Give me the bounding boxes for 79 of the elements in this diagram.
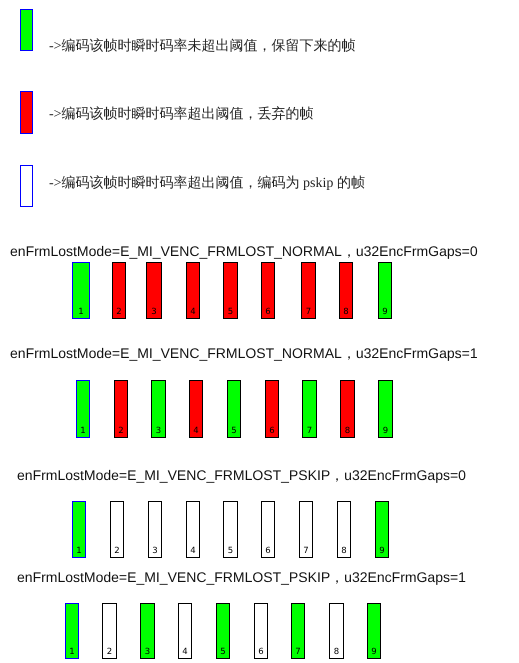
frame-number: 8 bbox=[332, 647, 340, 657]
frame-box bbox=[261, 501, 275, 558]
frame-box bbox=[375, 501, 389, 558]
frame-number: 1 bbox=[68, 647, 76, 657]
frame-box bbox=[378, 380, 393, 438]
frame-box bbox=[76, 380, 90, 438]
frame-box bbox=[186, 501, 200, 558]
mode-heading: enFrmLostMode=E_MI_VENC_FRMLOST_NORMAL，u32EncFrmGaps=1 bbox=[10, 345, 478, 363]
frame-number: 8 bbox=[342, 307, 350, 317]
frame-number: 4 bbox=[181, 647, 189, 657]
frame-number: 4 bbox=[189, 546, 197, 556]
frame-box bbox=[186, 262, 200, 319]
frame-box bbox=[72, 501, 86, 558]
frame-box bbox=[114, 380, 128, 438]
frame-number: 4 bbox=[189, 307, 197, 317]
mode-heading: enFrmLostMode=E_MI_VENC_FRMLOST_PSKIP，u32EncFrmGaps=1 bbox=[17, 569, 466, 587]
frame-number: 5 bbox=[219, 647, 227, 657]
frame-box bbox=[151, 380, 166, 438]
frame-number: 9 bbox=[370, 647, 378, 657]
frame-box bbox=[72, 262, 90, 319]
frame-number: 2 bbox=[113, 546, 121, 556]
frame-box bbox=[140, 603, 155, 659]
mode-heading: enFrmLostMode=E_MI_VENC_FRMLOST_PSKIP，u32EncFrmGaps=0 bbox=[17, 467, 466, 485]
frame-box bbox=[216, 603, 230, 659]
frame-number: 6 bbox=[264, 546, 272, 556]
legend-text: ->编码该帧时瞬时码率超出阈值，编码为 pskip 的帧 bbox=[49, 174, 365, 192]
frame-number: 6 bbox=[264, 307, 272, 317]
frame-number: 6 bbox=[268, 426, 276, 436]
frame-number: 5 bbox=[230, 426, 238, 436]
frame-box bbox=[261, 262, 275, 319]
frame-number: 3 bbox=[150, 307, 158, 317]
frame-box bbox=[339, 262, 353, 319]
frame-box bbox=[223, 501, 238, 558]
frame-box bbox=[65, 603, 79, 659]
frame-number: 1 bbox=[77, 307, 85, 317]
frame-box bbox=[189, 380, 203, 438]
frame-number: 2 bbox=[117, 426, 125, 436]
frame-box bbox=[340, 380, 355, 438]
legend-text: ->编码该帧时瞬时码率超出阈值，丢弃的帧 bbox=[49, 105, 314, 123]
frame-box bbox=[265, 380, 279, 438]
frame-number: 8 bbox=[340, 546, 348, 556]
frame-box bbox=[227, 380, 241, 438]
frame-box bbox=[102, 603, 117, 659]
frame-number: 3 bbox=[144, 647, 152, 657]
frame-box bbox=[254, 603, 268, 659]
frame-box bbox=[146, 262, 162, 319]
frame-box bbox=[299, 501, 313, 558]
frame-box bbox=[367, 603, 381, 659]
frame-box bbox=[378, 262, 392, 319]
frame-number: 4 bbox=[192, 426, 200, 436]
mode-heading: enFrmLostMode=E_MI_VENC_FRMLOST_NORMAL，u32EncFrmGaps=0 bbox=[10, 243, 478, 261]
frame-number: 3 bbox=[151, 546, 159, 556]
frame-number: 9 bbox=[381, 307, 389, 317]
frame-box bbox=[291, 603, 305, 659]
frame-box bbox=[112, 262, 126, 319]
frame-box bbox=[148, 501, 162, 558]
frame-number: 9 bbox=[378, 546, 386, 556]
frame-box bbox=[110, 501, 124, 558]
frame-box bbox=[329, 603, 344, 659]
frame-number: 1 bbox=[75, 546, 83, 556]
frame-number: 7 bbox=[306, 426, 314, 436]
frame-box bbox=[337, 501, 351, 558]
legend-text: ->编码该帧时瞬时码率未超出阈值，保留下来的帧 bbox=[49, 37, 356, 55]
frame-number: 2 bbox=[115, 307, 123, 317]
frame-number: 5 bbox=[226, 307, 234, 317]
frame-number: 6 bbox=[257, 647, 265, 657]
frame-number: 8 bbox=[344, 426, 352, 436]
frame-number: 7 bbox=[294, 647, 302, 657]
frame-number: 9 bbox=[382, 426, 390, 436]
frame-number: 3 bbox=[154, 426, 162, 436]
frame-number: 1 bbox=[79, 426, 87, 436]
frame-number: 7 bbox=[302, 546, 310, 556]
frame-number: 7 bbox=[304, 307, 312, 317]
frame-number: 5 bbox=[226, 546, 234, 556]
frame-box bbox=[178, 603, 192, 659]
frame-box bbox=[223, 262, 238, 319]
frame-box bbox=[302, 380, 317, 438]
frame-box bbox=[301, 262, 316, 319]
frame-number: 2 bbox=[106, 647, 114, 657]
